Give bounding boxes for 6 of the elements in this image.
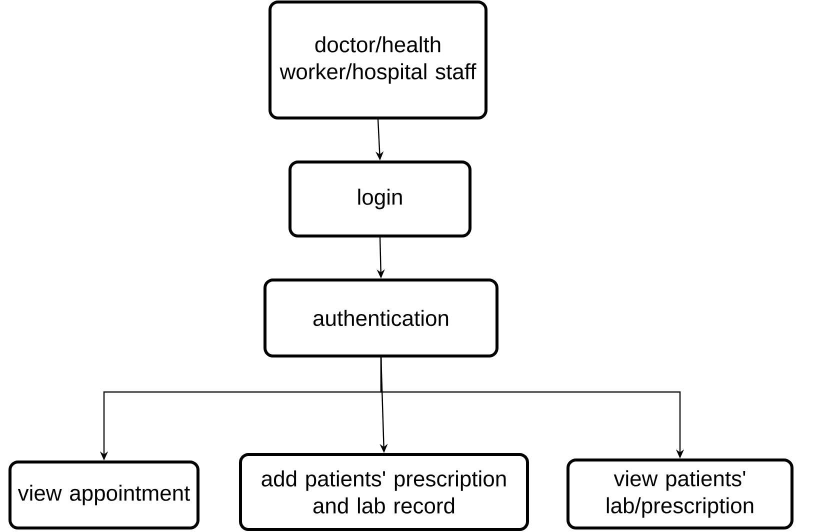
process-box: login [288, 160, 472, 238]
process-box: view patients' lab/prescription [566, 458, 794, 530]
process-box: view appointment [8, 460, 200, 530]
process-box: doctor/health worker/hospital staff [268, 0, 488, 120]
process-box: authentication [264, 278, 498, 358]
process-box: add patients' prescription and lab record [239, 453, 529, 531]
